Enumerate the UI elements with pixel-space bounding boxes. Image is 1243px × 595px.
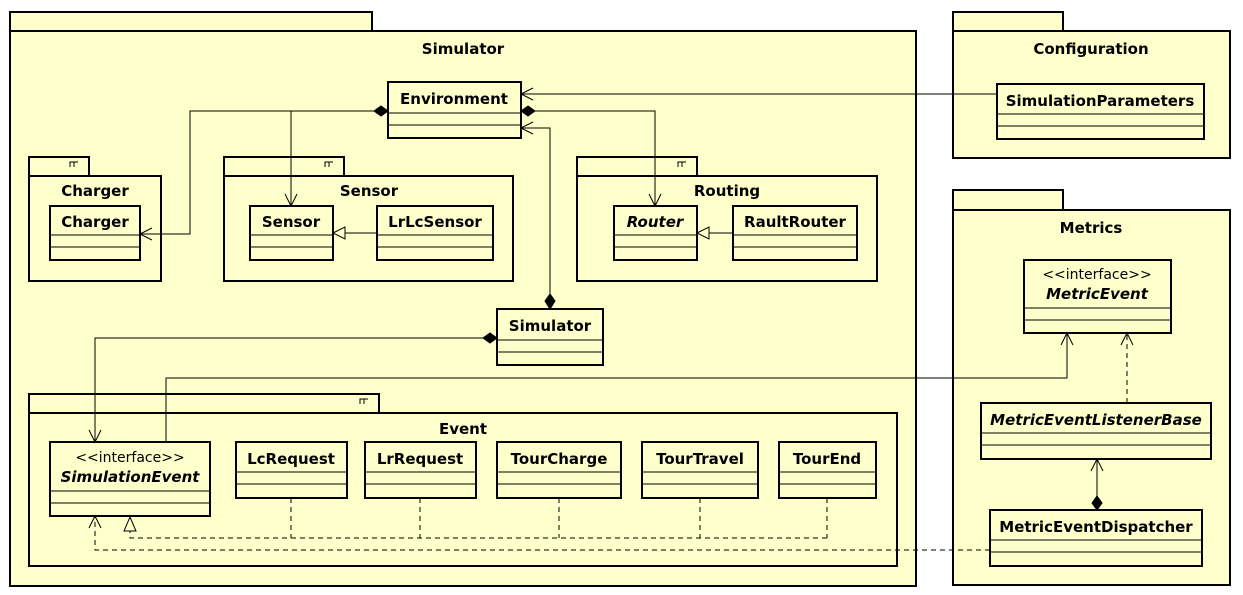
package-event-title: Event bbox=[439, 420, 487, 438]
class-tour-travel-name: TourTravel bbox=[656, 450, 744, 468]
edge-simulation-event-metric-event bbox=[165, 331, 1074, 442]
package-configuration-title: Configuration bbox=[1033, 40, 1148, 58]
class-charger-name: Charger bbox=[61, 213, 129, 231]
package-icon bbox=[324, 161, 333, 167]
class-lr-request-name: LrRequest bbox=[377, 450, 463, 468]
edge-dispatcher-simulation-event bbox=[88, 514, 990, 551]
class-metric-event-dispatcher-name: MetricEventDispatcher bbox=[999, 518, 1193, 536]
interface-simulation-event-name: SimulationEvent bbox=[61, 468, 201, 486]
edge-environment-sensor bbox=[284, 111, 298, 208]
package-icon bbox=[359, 398, 368, 404]
package-simulator-title: Simulator bbox=[422, 40, 505, 58]
package-sensor-title: Sensor bbox=[340, 182, 399, 200]
class-metric-event-listener-base-name: MetricEventListenerBase bbox=[990, 411, 1202, 429]
class-tour-charge[interactable]: TourCharge bbox=[496, 441, 622, 499]
class-rault-router-name: RaultRouter bbox=[744, 213, 847, 231]
class-tour-travel[interactable]: TourTravel bbox=[641, 441, 759, 499]
edge-environment-router bbox=[520, 105, 662, 208]
class-simulator[interactable]: Simulator bbox=[496, 308, 604, 366]
edge-dispatcher-listener bbox=[1090, 457, 1104, 511]
edge-simulator-simulation-event bbox=[88, 332, 498, 444]
class-simulation-parameters[interactable]: SimulationParameters bbox=[996, 83, 1205, 140]
class-sensor[interactable]: Sensor bbox=[249, 205, 334, 261]
edge-rault-router-generalization bbox=[695, 226, 733, 240]
class-tour-end[interactable]: TourEnd bbox=[778, 441, 877, 499]
edge-lrlc-sensor-generalization bbox=[331, 226, 377, 240]
class-environment[interactable]: Environment bbox=[387, 81, 522, 139]
class-lr-request[interactable]: LrRequest bbox=[364, 441, 477, 499]
class-lc-request[interactable]: LcRequest bbox=[235, 441, 348, 499]
class-metric-event-dispatcher[interactable]: MetricEventDispatcher bbox=[989, 509, 1203, 567]
class-simulator-name: Simulator bbox=[509, 317, 592, 335]
edge-parameters-environment bbox=[519, 87, 997, 101]
package-icon bbox=[69, 161, 78, 167]
class-environment-name: Environment bbox=[400, 90, 508, 108]
package-metrics-title: Metrics bbox=[1060, 219, 1123, 237]
package-icon bbox=[677, 161, 686, 167]
class-sensor-name: Sensor bbox=[262, 213, 321, 231]
class-tour-end-name: TourEnd bbox=[793, 450, 861, 468]
interface-metric-event[interactable]: <<interface>> MetricEvent bbox=[1023, 259, 1172, 334]
class-rault-router[interactable]: RaultRouter bbox=[732, 205, 858, 261]
class-simulation-parameters-name: SimulationParameters bbox=[1006, 92, 1195, 110]
class-charger[interactable]: Charger bbox=[49, 205, 141, 261]
edge-environment-charger bbox=[138, 105, 389, 241]
class-lc-request-name: LcRequest bbox=[247, 450, 335, 468]
class-router[interactable]: Router bbox=[613, 205, 698, 261]
edge-listener-realizes-metric-event bbox=[1120, 331, 1134, 403]
class-metric-event-listener-base[interactable]: MetricEventListenerBase bbox=[980, 402, 1212, 460]
class-tour-charge-name: TourCharge bbox=[511, 450, 608, 468]
metric-event-stereotype: <<interface>> bbox=[1042, 267, 1151, 283]
package-routing-title: Routing bbox=[694, 182, 760, 200]
package-charger-title: Charger bbox=[61, 182, 129, 200]
class-router-name: Router bbox=[627, 213, 685, 231]
class-lrlc-sensor-name: LrLcSensor bbox=[388, 213, 482, 231]
interface-simulation-event[interactable]: <<interface>> SimulationEvent bbox=[49, 441, 211, 517]
simulation-event-stereotype: <<interface>> bbox=[75, 450, 184, 466]
interface-metric-event-name: MetricEvent bbox=[1046, 285, 1149, 303]
edge-event-classes-realize-simulation-event bbox=[123, 498, 828, 539]
edge-simulator-environment bbox=[519, 121, 556, 310]
class-lrlc-sensor[interactable]: LrLcSensor bbox=[376, 205, 494, 261]
